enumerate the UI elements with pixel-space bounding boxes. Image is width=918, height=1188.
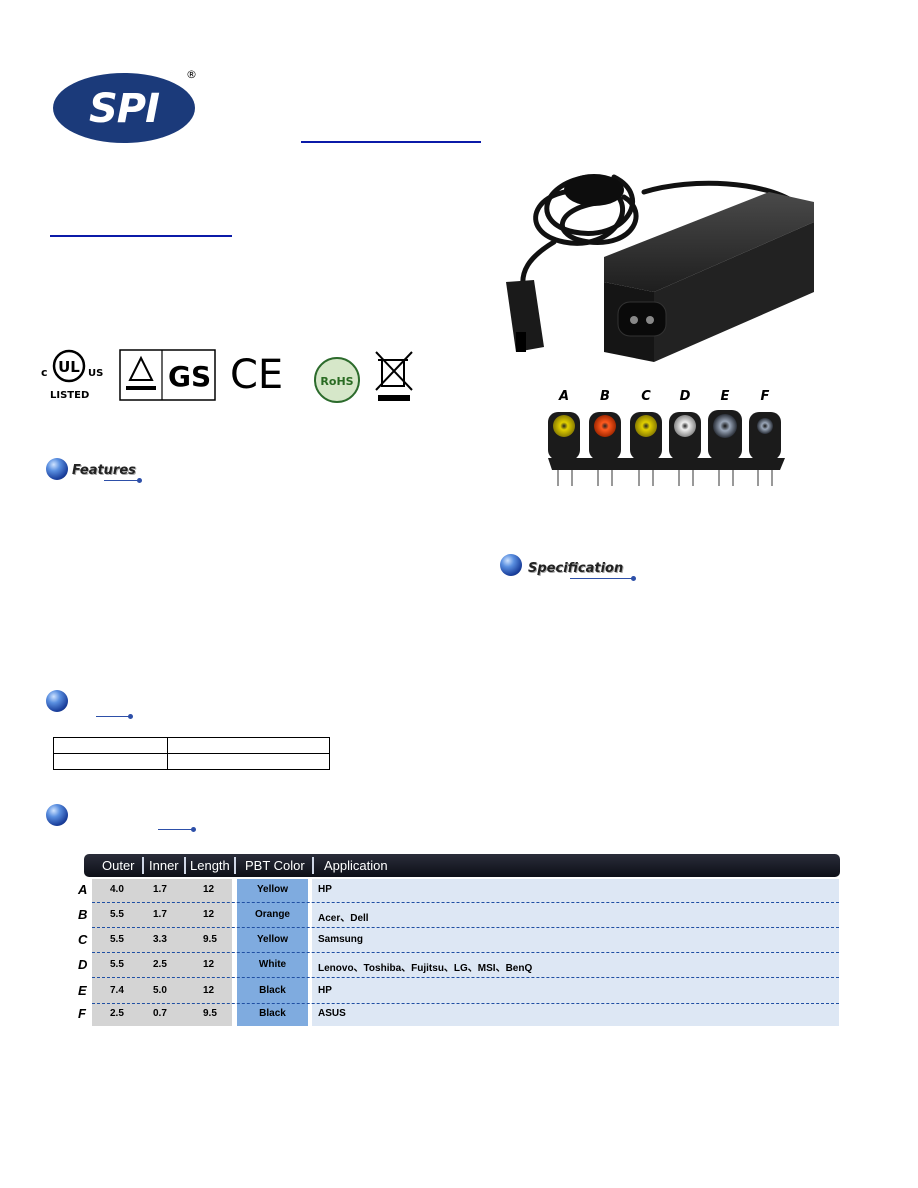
cell-outer: 5.5 <box>110 934 124 945</box>
row-letter: A <box>78 882 88 897</box>
cell-length: 12 <box>203 884 215 895</box>
certification-marks: c UL US LISTED GS CE RoHS <box>41 349 413 403</box>
row-divider <box>92 902 839 903</box>
cell-pbt-color: Yellow <box>256 884 289 895</box>
cell-pbt-color: Black <box>259 1008 286 1019</box>
row-letter: B <box>78 907 88 922</box>
header-separator <box>234 857 236 874</box>
row-divider <box>92 1003 839 1004</box>
tip-table-header: Outer Inner Length PBT Color Application <box>84 854 840 877</box>
table-cell <box>53 753 168 770</box>
features-underline <box>104 480 140 481</box>
empty-info-table <box>53 737 330 770</box>
ce-icon: CE <box>230 352 283 398</box>
column-header-outer: Outer <box>102 858 135 873</box>
tip-label-b: B <box>600 389 610 404</box>
cell-pbt-color: Yellow <box>256 934 289 945</box>
tuv-gs-icon: GS <box>119 349 216 401</box>
cell-outer: 4.0 <box>110 884 124 895</box>
section-underline-dot <box>191 827 196 832</box>
table-cell <box>167 737 330 754</box>
row-divider <box>92 977 839 978</box>
cell-length: 12 <box>203 985 215 996</box>
cell-pbt-color: Black <box>259 985 286 996</box>
section-underline-dot <box>128 714 133 719</box>
dc-tips-image: A B C D E F <box>548 389 785 486</box>
tip-label-a: A <box>558 389 569 404</box>
row-divider <box>92 927 839 928</box>
cell-application: HP <box>318 884 332 895</box>
svg-text:LISTED: LISTED <box>50 390 89 401</box>
column-header-application: Application <box>324 858 388 873</box>
cell-outer: 5.5 <box>110 909 124 920</box>
cell-length: 12 <box>203 959 215 970</box>
power-adapter-image <box>506 174 814 362</box>
features-bullet-icon <box>46 458 68 480</box>
cell-inner: 5.0 <box>153 985 167 996</box>
header-rule <box>301 141 481 143</box>
cell-inner: 1.7 <box>153 909 167 920</box>
features-heading: Features <box>72 463 136 478</box>
header-separator <box>142 857 144 874</box>
cell-outer: 7.4 <box>110 985 124 996</box>
cell-length: 9.5 <box>203 1008 217 1019</box>
section-bullet-icon <box>46 804 68 826</box>
row-letter: E <box>78 983 87 998</box>
cell-pbt-color: White <box>258 959 287 970</box>
svg-text:CE: CE <box>230 352 283 398</box>
svg-text:RoHS: RoHS <box>320 375 353 388</box>
cell-length: 12 <box>203 909 215 920</box>
row-letter: F <box>78 1006 86 1021</box>
section-underline <box>158 829 194 830</box>
specification-underline-dot <box>631 576 636 581</box>
svg-text:c: c <box>41 366 48 379</box>
title-rule <box>50 235 232 237</box>
svg-text:UL: UL <box>58 358 80 376</box>
spi-logo: SPI <box>53 73 195 143</box>
cell-inner: 3.3 <box>153 934 167 945</box>
features-underline-dot <box>137 478 142 483</box>
cell-inner: 0.7 <box>153 1008 167 1019</box>
cell-application: Acer、Dell <box>318 913 369 924</box>
section-underline <box>96 716 130 717</box>
tip-label-c: C <box>641 389 651 404</box>
tip-label-f: F <box>761 389 770 404</box>
row-letter: C <box>78 932 88 947</box>
cell-inner: 1.7 <box>153 884 167 895</box>
header-separator <box>312 857 314 874</box>
specification-heading: Specification <box>528 561 624 576</box>
column-header-inner: Inner <box>149 858 179 873</box>
ul-listed-icon: c UL US LISTED <box>41 349 103 401</box>
svg-text:US: US <box>88 368 103 379</box>
cell-length: 9.5 <box>203 934 217 945</box>
row-letter: D <box>78 957 88 972</box>
cell-outer: 5.5 <box>110 959 124 970</box>
row-divider <box>92 952 839 953</box>
cell-inner: 2.5 <box>153 959 167 970</box>
column-header-pbt-color: PBT Color <box>245 858 305 873</box>
weee-bin-icon <box>375 351 413 401</box>
specification-underline <box>570 578 634 579</box>
table-cell <box>53 737 168 754</box>
tip-label-e: E <box>721 389 730 404</box>
tip-label-d: D <box>680 389 691 404</box>
section-bullet-icon <box>46 690 68 712</box>
header-separator <box>184 857 186 874</box>
cell-application: HP <box>318 985 332 996</box>
cell-application: Samsung <box>318 934 364 945</box>
svg-text:SPI: SPI <box>89 86 160 132</box>
specification-bullet-icon <box>500 554 522 576</box>
table-cell <box>167 753 330 770</box>
registered-mark: ® <box>186 68 197 81</box>
cell-pbt-color: Orange <box>254 909 290 920</box>
cell-application: Lenovo、Toshiba、Fujitsu、LG、MSI、BenQ <box>318 963 533 974</box>
cell-application: ASUS <box>318 1008 346 1019</box>
column-header-length: Length <box>190 858 230 873</box>
rohs-icon: RoHS <box>314 357 360 403</box>
svg-text:GS: GS <box>168 360 211 393</box>
cell-outer: 2.5 <box>110 1008 124 1019</box>
